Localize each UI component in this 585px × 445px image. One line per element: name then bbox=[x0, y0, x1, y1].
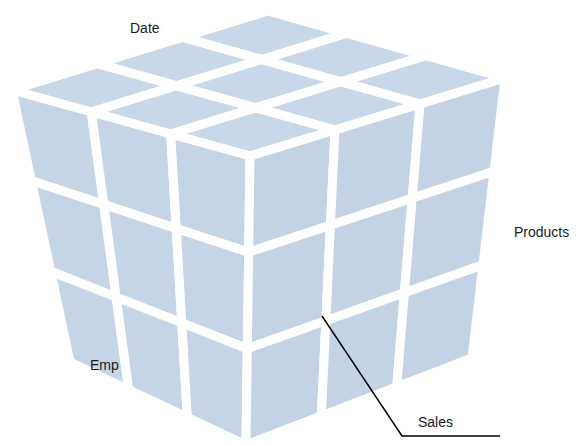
cube-tile bbox=[116, 297, 187, 417]
cube-tile bbox=[246, 321, 326, 445]
leader-line bbox=[322, 316, 500, 436]
axis-label: Emp bbox=[90, 357, 119, 374]
cube-tile bbox=[321, 293, 404, 416]
axis-label: Date bbox=[130, 20, 160, 37]
cube-tile bbox=[182, 323, 248, 445]
axis-label: Products bbox=[514, 224, 569, 241]
cube-tile bbox=[397, 265, 483, 387]
measure-label: Sales bbox=[418, 414, 453, 431]
